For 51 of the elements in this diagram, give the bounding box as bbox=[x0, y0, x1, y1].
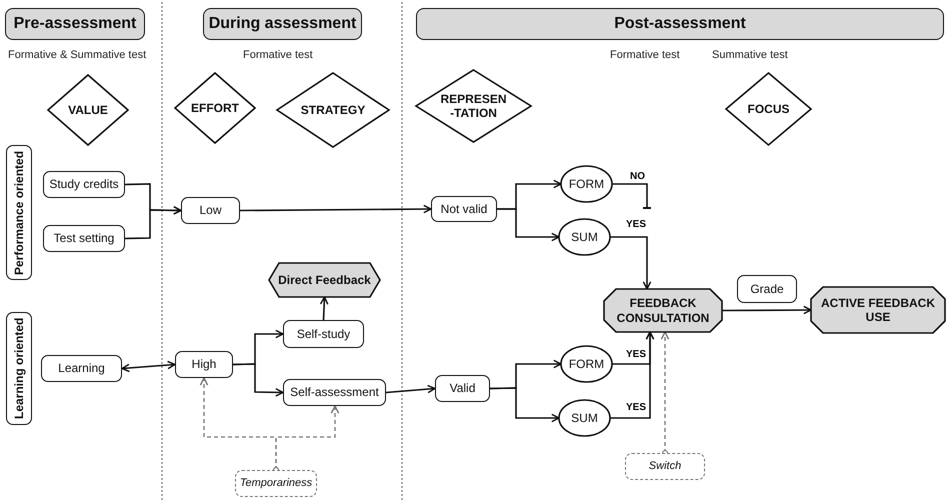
process-box: Valid bbox=[435, 375, 490, 402]
phase-note: Formative test bbox=[243, 49, 313, 61]
process-box: Learning bbox=[41, 355, 122, 382]
row-header: Performance oriented bbox=[6, 145, 32, 280]
dashed-arrow bbox=[660, 331, 670, 456]
arrow bbox=[722, 306, 812, 314]
arrow bbox=[610, 236, 652, 290]
process-box: Self-assessment bbox=[283, 379, 386, 406]
process-box: High bbox=[175, 351, 233, 378]
decision-ellipse: FORM bbox=[561, 346, 612, 382]
decision-diamond: VALUE bbox=[48, 75, 128, 145]
edge-label: YES bbox=[625, 402, 648, 413]
process-box: Test setting bbox=[43, 225, 125, 252]
arrow bbox=[124, 206, 182, 240]
arrow bbox=[612, 183, 652, 209]
decision-diamond: REPRESEN -TATION bbox=[416, 70, 531, 142]
arrow bbox=[497, 208, 560, 242]
arrow bbox=[386, 384, 436, 394]
process-box: Study credits bbox=[43, 171, 125, 198]
dashed-arrow bbox=[273, 405, 340, 473]
arrow bbox=[490, 387, 560, 422]
decision-diamond: STRATEGY bbox=[277, 73, 389, 147]
decision-ellipse: FORM bbox=[561, 166, 612, 202]
feedback-octagon: ACTIVE FEEDBACK USE bbox=[811, 287, 945, 333]
section-header: Post-assessment bbox=[416, 8, 944, 40]
edge-label: YES bbox=[625, 349, 648, 360]
process-box: Not valid bbox=[431, 196, 497, 222]
phase-note: Summative test bbox=[712, 49, 788, 61]
dashed-box: Switch bbox=[625, 453, 705, 480]
section-header: Pre-assessment bbox=[5, 8, 145, 40]
phase-note: Formative test bbox=[610, 49, 680, 61]
decision-diamond: EFFORT bbox=[175, 73, 255, 143]
row-header: Learning oriented bbox=[6, 312, 32, 425]
phase-note: Formative & Summative test bbox=[8, 49, 146, 61]
arrow bbox=[232, 363, 284, 397]
process-box: Grade bbox=[737, 275, 797, 303]
arrow bbox=[240, 204, 432, 214]
arrow bbox=[610, 331, 654, 419]
decision-diamond: FOCUS bbox=[726, 73, 811, 145]
arrow bbox=[320, 296, 328, 320]
decision-ellipse: SUM bbox=[559, 219, 610, 255]
dashed-box: Temporariness bbox=[235, 470, 317, 497]
decision-ellipse: SUM bbox=[559, 400, 610, 436]
feedback-octagon: FEEDBACK CONSULTATION bbox=[604, 289, 722, 332]
edge-label: NO bbox=[629, 171, 646, 182]
arrow bbox=[121, 360, 176, 372]
process-box: Self-study bbox=[283, 320, 364, 348]
section-header: During assessment bbox=[203, 8, 362, 40]
feedback-hexagon: Direct Feedback bbox=[269, 263, 380, 297]
edge-label: YES bbox=[625, 219, 648, 230]
process-box: Low bbox=[181, 197, 240, 224]
